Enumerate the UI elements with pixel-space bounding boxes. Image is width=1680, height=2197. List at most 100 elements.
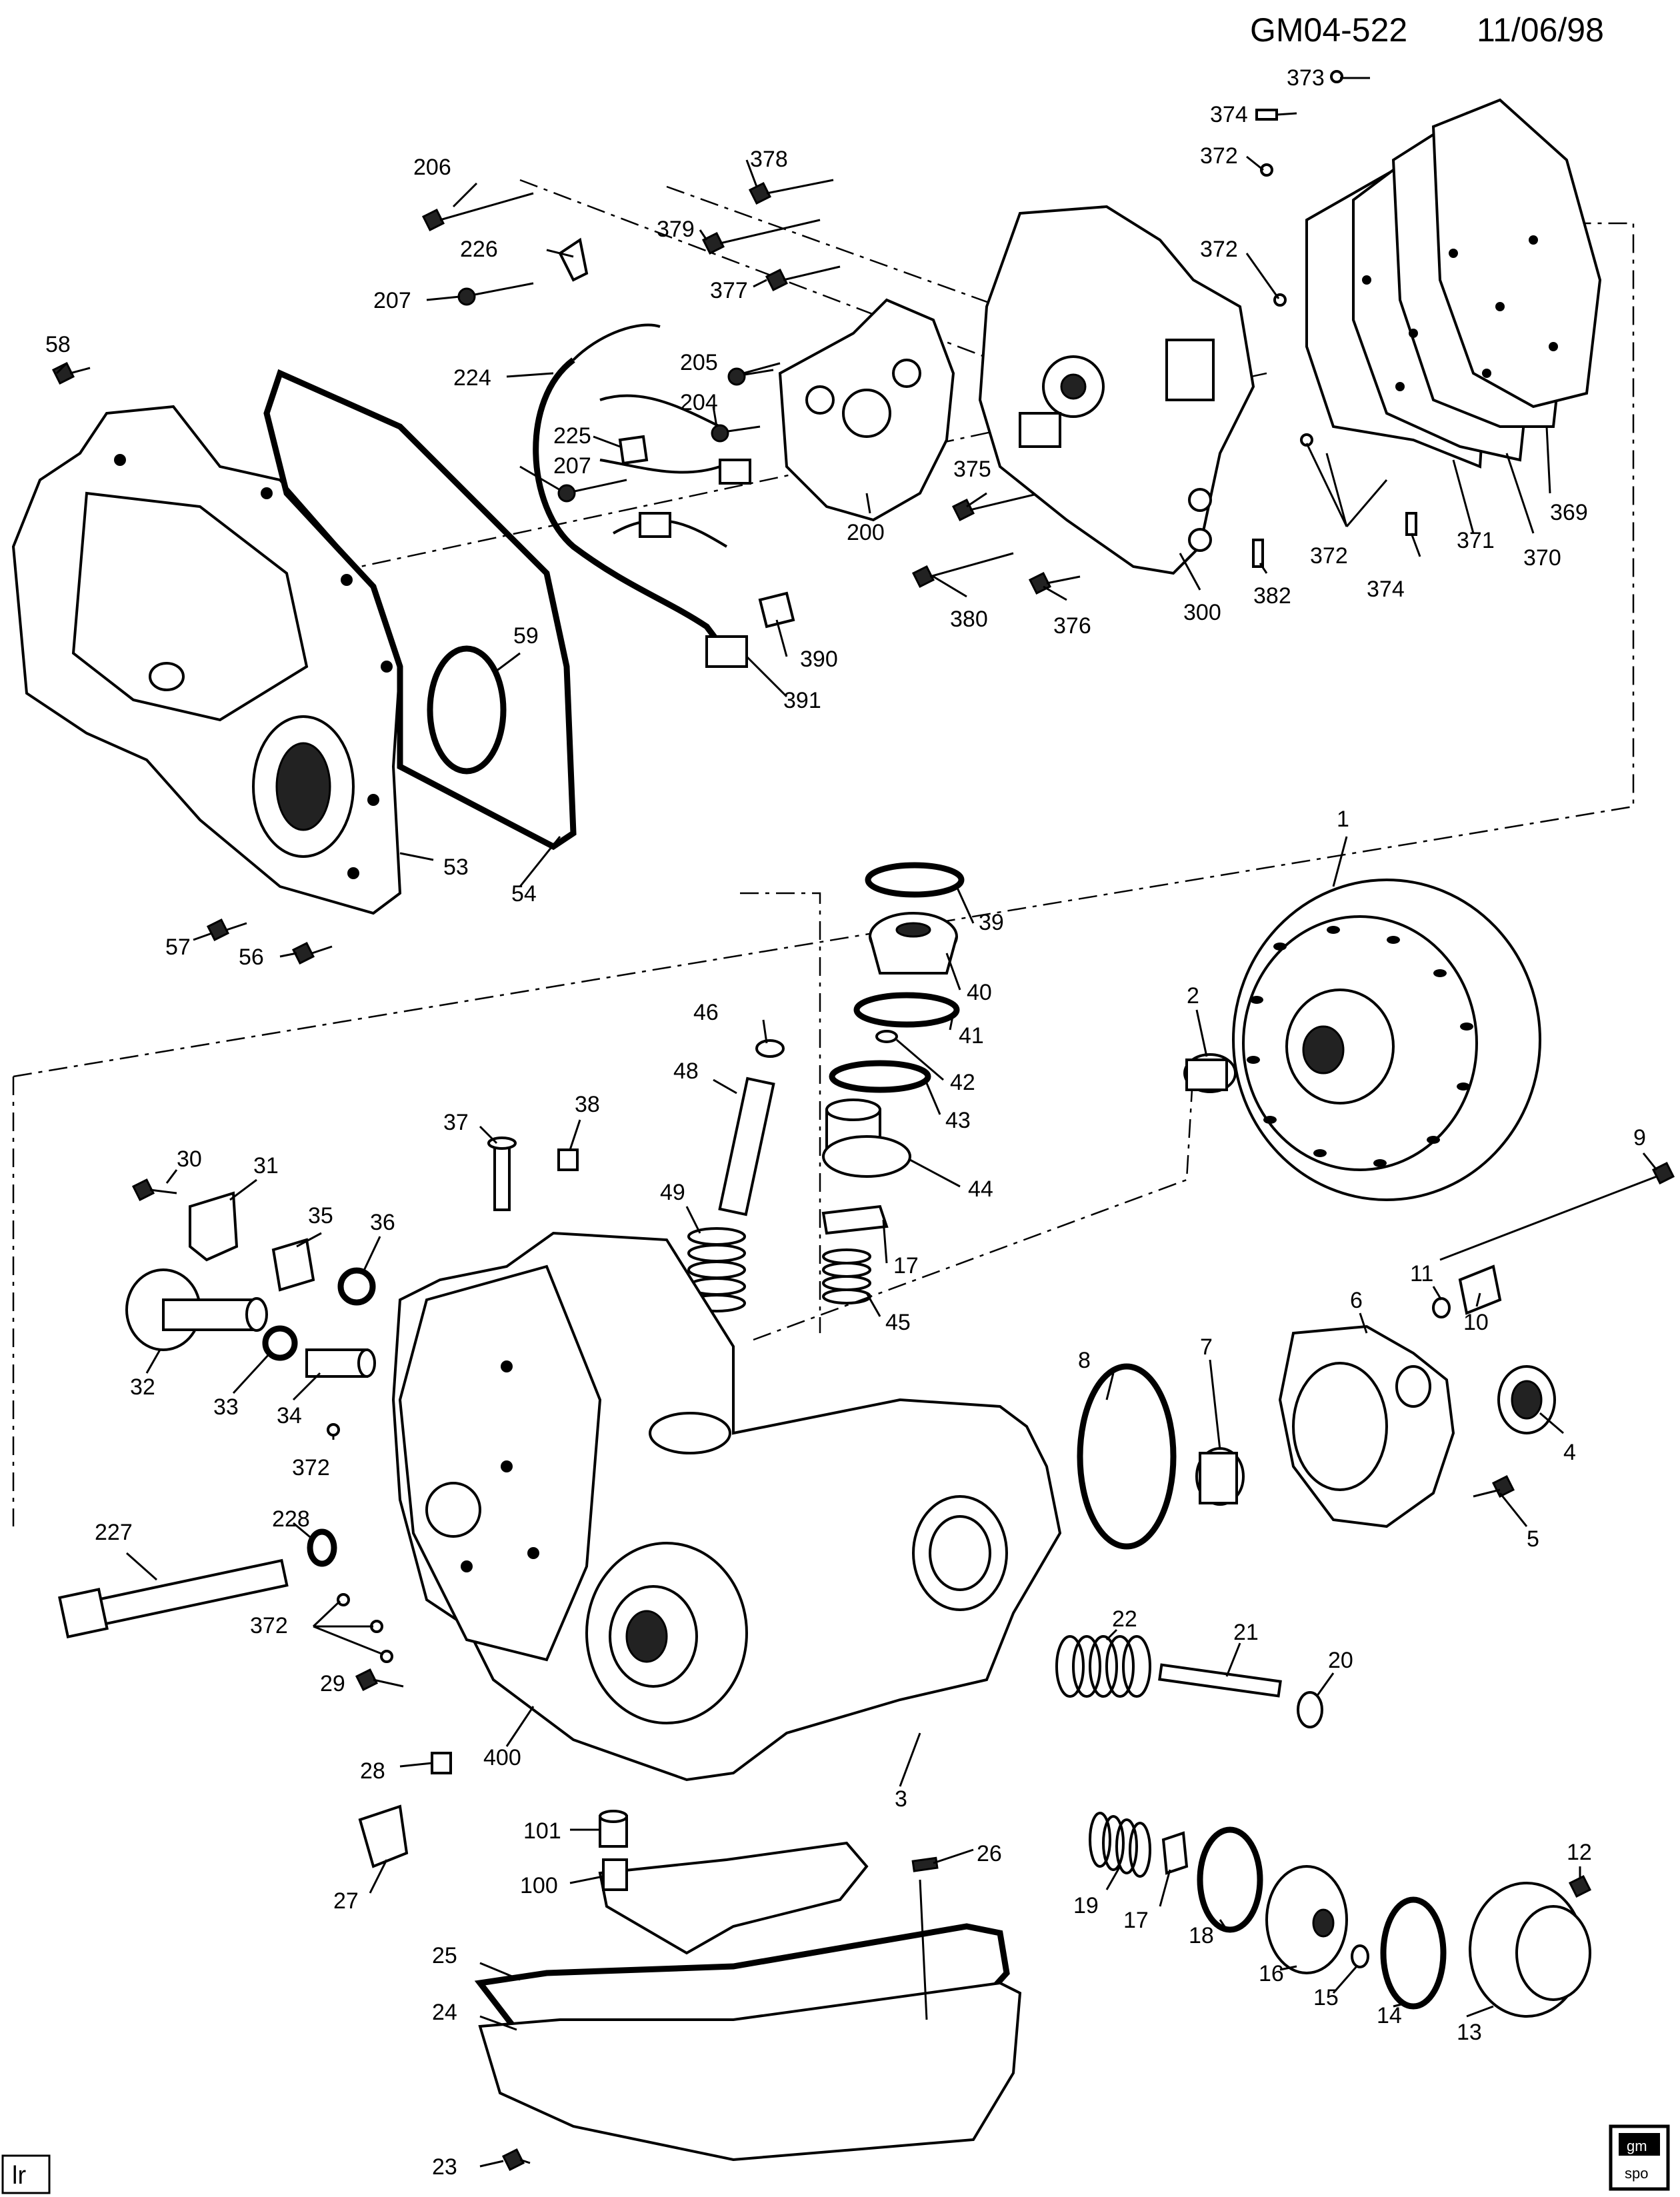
callout-33: 33 xyxy=(213,1394,239,1420)
callout-32: 32 xyxy=(130,1374,155,1400)
seal-4 xyxy=(1497,1365,1556,1434)
washer-20 xyxy=(1297,1691,1323,1728)
wiring-harness xyxy=(533,323,751,668)
input-shaft-227 xyxy=(58,1558,289,1638)
callout-380: 380 xyxy=(950,607,988,632)
pin-382 xyxy=(1252,539,1264,568)
check-ball-372d xyxy=(327,1423,340,1436)
snap-ring-39 xyxy=(865,862,965,898)
bolt-375 xyxy=(951,492,1041,522)
callout-48: 48 xyxy=(673,1059,699,1084)
callout-300: 300 xyxy=(1183,600,1221,625)
callout-27: 27 xyxy=(333,1888,359,1914)
filter-seal-101 xyxy=(599,1810,628,1848)
callout-56: 56 xyxy=(239,945,264,970)
callout-35: 35 xyxy=(308,1203,333,1228)
callout-390: 390 xyxy=(800,647,838,672)
oil-filter-100 xyxy=(598,1841,869,1955)
servo-cover-13 xyxy=(1469,1882,1591,2018)
pin-374b xyxy=(1405,512,1417,536)
callout-226: 226 xyxy=(460,237,498,262)
callout-28: 28 xyxy=(360,1758,385,1784)
callout-29: 29 xyxy=(320,1671,345,1696)
diagram-code: GM04-522 xyxy=(1250,11,1407,49)
callout-372e: 372 xyxy=(250,1613,288,1638)
logo-line-1: gm xyxy=(1627,2138,1647,2154)
seal-228 xyxy=(307,1528,337,1567)
bolt-57 xyxy=(206,918,247,942)
corner-box xyxy=(1,2154,51,2194)
callout-15: 15 xyxy=(1313,1985,1339,2010)
callout-370: 370 xyxy=(1523,545,1561,571)
callout-16: 16 xyxy=(1259,1961,1284,1986)
valve-34 xyxy=(305,1348,376,1378)
seal-36 xyxy=(337,1267,376,1306)
label-26 xyxy=(911,1856,939,1872)
callout-372b: 372 xyxy=(1200,237,1238,262)
callout-23: 23 xyxy=(432,2154,457,2180)
spring-45 xyxy=(822,1248,871,1304)
callout-100: 100 xyxy=(520,1873,558,1898)
callout-207a: 207 xyxy=(373,288,411,313)
callout-228: 228 xyxy=(272,1506,310,1532)
accumulator-32 xyxy=(125,1268,268,1351)
plug-28 xyxy=(431,1752,452,1774)
callout-37: 37 xyxy=(443,1110,469,1135)
callout-373: 373 xyxy=(1287,65,1325,91)
callout-224: 224 xyxy=(453,365,491,391)
seal-18 xyxy=(1197,1826,1263,1933)
callout-54: 54 xyxy=(511,881,537,907)
callout-3: 3 xyxy=(895,1786,907,1812)
callout-19: 19 xyxy=(1073,1893,1099,1918)
seal-42 xyxy=(875,1030,898,1043)
assembly-frames xyxy=(12,179,1635,1526)
callout-17a: 17 xyxy=(893,1253,919,1278)
retainer-17b xyxy=(1161,1831,1189,1875)
callout-207b: 207 xyxy=(553,453,591,479)
callout-225: 225 xyxy=(553,423,591,449)
clip-390 xyxy=(758,591,795,629)
bearing-7 xyxy=(1195,1447,1245,1506)
bolt-205 xyxy=(727,367,774,386)
seal-27 xyxy=(358,1804,409,1868)
callout-369: 369 xyxy=(1550,500,1588,525)
callout-376: 376 xyxy=(1053,613,1091,639)
plug-29 xyxy=(355,1668,404,1692)
sensor-35 xyxy=(271,1238,315,1292)
clip-226 xyxy=(558,237,589,282)
servo-cover-40 xyxy=(869,912,958,975)
oil-pan-24 xyxy=(478,1981,1022,2162)
callout-2: 2 xyxy=(1187,983,1199,1009)
callout-6: 6 xyxy=(1350,1288,1363,1313)
callout-45: 45 xyxy=(885,1310,911,1335)
bolt-5 xyxy=(1473,1474,1515,1498)
seal-33 xyxy=(262,1325,298,1361)
callout-391: 391 xyxy=(783,688,821,713)
bushing-2 xyxy=(1183,1053,1237,1093)
callout-204: 204 xyxy=(680,390,718,415)
solenoid-body xyxy=(778,298,955,522)
bolt-380 xyxy=(911,552,1014,589)
callout-14: 14 xyxy=(1377,2003,1402,2028)
callout-58: 58 xyxy=(45,332,71,357)
bolt-378 xyxy=(748,179,834,205)
callout-11: 11 xyxy=(1410,1261,1433,1286)
bracket-31 xyxy=(189,1191,239,1262)
callout-377: 377 xyxy=(710,278,748,303)
callout-382: 382 xyxy=(1253,583,1291,609)
callout-379: 379 xyxy=(657,217,695,242)
callout-205: 205 xyxy=(680,350,718,375)
bolt-30 xyxy=(131,1178,177,1202)
callout-30: 30 xyxy=(177,1146,202,1172)
callout-53: 53 xyxy=(443,855,469,880)
callout-1: 1 xyxy=(1337,807,1349,832)
side-cover xyxy=(11,405,402,915)
shaft-37 xyxy=(487,1136,517,1211)
bolt-207a xyxy=(457,282,534,306)
callout-25: 25 xyxy=(432,1943,457,1968)
callout-24: 24 xyxy=(432,2000,457,2025)
callout-374b: 374 xyxy=(1367,577,1405,602)
check-ball-372a xyxy=(1260,163,1273,177)
callout-labels: 206 226 207 224 225 207 205 204 200 378 … xyxy=(45,65,1646,2180)
callout-9: 9 xyxy=(1633,1125,1646,1150)
